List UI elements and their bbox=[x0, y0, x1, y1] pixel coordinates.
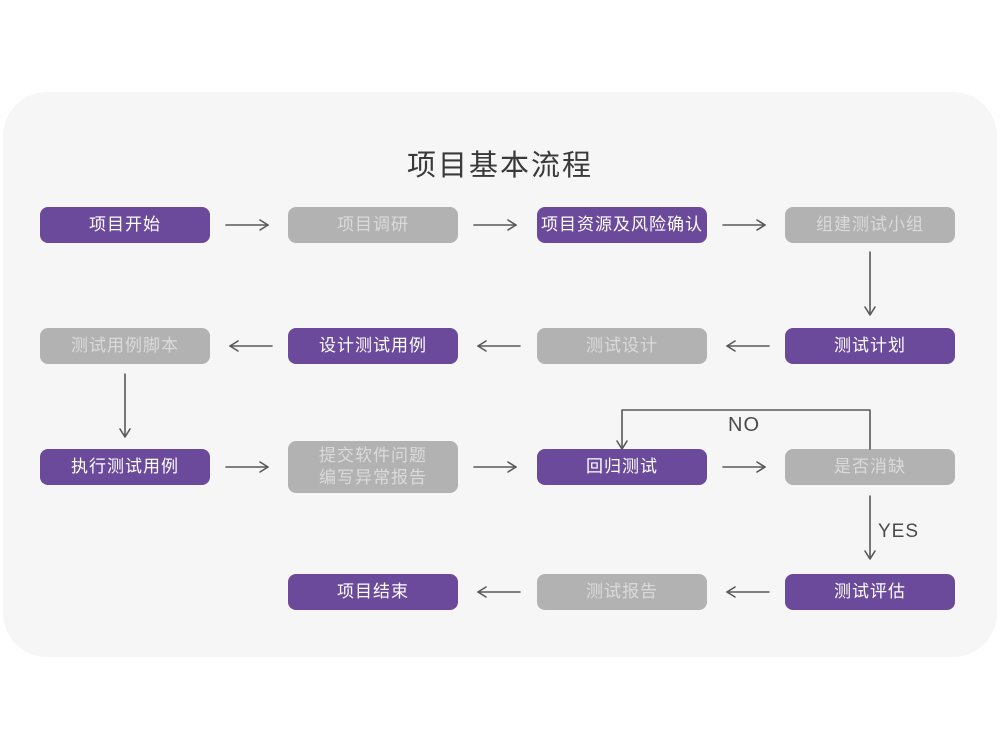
no-loop-arrow-icon bbox=[614, 402, 878, 452]
node-submit-issue: 提交软件问题 编写异常报告 bbox=[288, 441, 458, 493]
node-regression-test: 回归测试 bbox=[537, 449, 707, 485]
arrow-left-icon bbox=[473, 338, 521, 354]
node-resource-risk: 项目资源及风险确认 bbox=[537, 207, 707, 243]
node-defect-cleared: 是否消缺 bbox=[785, 449, 955, 485]
node-project-research: 项目调研 bbox=[288, 207, 458, 243]
flowchart-card bbox=[3, 92, 997, 657]
arrow-right-icon bbox=[722, 459, 770, 475]
arrow-left-icon bbox=[473, 584, 521, 600]
node-test-report: 测试报告 bbox=[537, 574, 707, 610]
arrow-right-icon bbox=[225, 459, 273, 475]
arrow-right-icon bbox=[473, 459, 521, 475]
node-test-design: 测试设计 bbox=[537, 328, 707, 364]
arrow-right-icon bbox=[473, 217, 521, 233]
branch-label-no: NO bbox=[728, 414, 760, 436]
page-title: 项目基本流程 bbox=[406, 150, 593, 182]
arrow-down-icon bbox=[862, 250, 878, 322]
arrow-down-icon bbox=[117, 372, 133, 444]
arrow-right-icon bbox=[225, 217, 273, 233]
arrow-down-icon bbox=[862, 494, 878, 566]
node-run-test-case: 执行测试用例 bbox=[40, 449, 210, 485]
arrow-right-icon bbox=[722, 217, 770, 233]
arrow-left-icon bbox=[722, 584, 770, 600]
arrow-left-icon bbox=[225, 338, 273, 354]
branch-label-yes: YES bbox=[878, 521, 920, 542]
node-design-test-case: 设计测试用例 bbox=[288, 328, 458, 364]
node-project-end: 项目结束 bbox=[288, 574, 458, 610]
node-test-evaluate: 测试评估 bbox=[785, 574, 955, 610]
node-build-test-team: 组建测试小组 bbox=[785, 207, 955, 243]
node-test-case-script: 测试用例脚本 bbox=[40, 328, 210, 364]
arrow-left-icon bbox=[722, 338, 770, 354]
node-test-plan: 测试计划 bbox=[785, 328, 955, 364]
node-project-start: 项目开始 bbox=[40, 207, 210, 243]
